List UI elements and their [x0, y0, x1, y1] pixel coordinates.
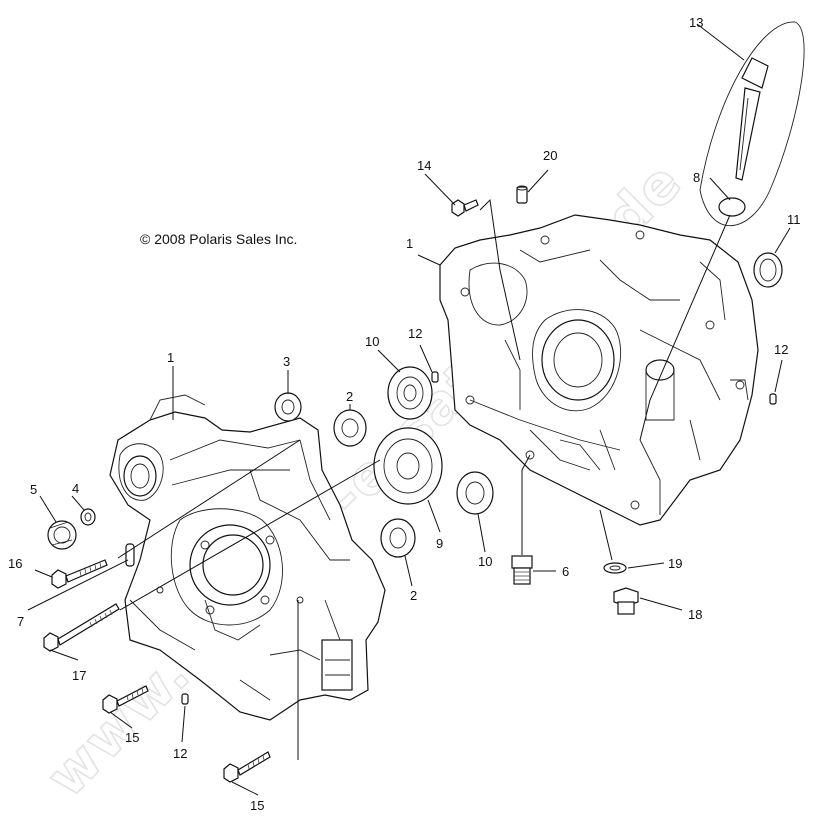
oil-seal-5 — [47, 520, 77, 550]
callout-12-mid: 12 — [408, 326, 422, 341]
bearing-10-upper — [387, 366, 433, 420]
bolt-14 — [451, 199, 479, 217]
callout-7: 7 — [17, 614, 24, 629]
drain-plug-6 — [511, 555, 533, 585]
bearing-2-upper — [333, 409, 367, 447]
left-crankcase-half — [109, 394, 386, 721]
callout-15-upper: 15 — [125, 730, 139, 745]
callout-3: 3 — [283, 354, 290, 369]
callout-19: 19 — [668, 556, 682, 571]
callout-2-upper: 2 — [346, 389, 353, 404]
bearing-2-lower — [380, 518, 416, 558]
bolt-15-lower — [223, 751, 271, 783]
seal-ring-4 — [80, 508, 96, 526]
callout-12-left: 12 — [173, 746, 187, 761]
bolt-15-upper — [102, 685, 149, 714]
callout-15-lower: 15 — [250, 798, 264, 813]
callout-6: 6 — [562, 564, 569, 579]
callout-numbers: 1 1 2 2 3 4 5 6 7 8 9 10 10 11 12 12 12 … — [8, 15, 801, 813]
callout-18: 18 — [688, 607, 702, 622]
dowel-12-right — [769, 393, 777, 405]
dowel-12-left — [181, 693, 189, 705]
o-ring-8 — [718, 197, 746, 217]
washer-19 — [603, 562, 627, 574]
callout-4: 4 — [72, 481, 79, 496]
callout-1-left: 1 — [167, 350, 174, 365]
bolt-17 — [43, 603, 120, 652]
callout-2-lower: 2 — [410, 588, 417, 603]
callout-5: 5 — [30, 482, 37, 497]
callout-11: 11 — [787, 212, 801, 227]
callout-17: 17 — [72, 668, 86, 683]
right-crankcase-half — [439, 214, 759, 526]
callout-13: 13 — [689, 15, 703, 30]
callout-20: 20 — [543, 148, 557, 163]
plug-18 — [613, 587, 639, 615]
callout-14: 14 — [417, 158, 431, 173]
callout-1-right: 1 — [406, 236, 413, 251]
bearing-10-lower — [456, 471, 494, 515]
dipstick-bubble — [699, 21, 805, 227]
callout-8: 8 — [693, 170, 700, 185]
callout-12-right: 12 — [774, 342, 788, 357]
oil-seal-11 — [753, 252, 783, 288]
dowel-pin-7 — [125, 543, 135, 567]
bearing-9 — [373, 427, 443, 505]
callout-9: 9 — [436, 536, 443, 551]
copyright-text: © 2008 Polaris Sales Inc. — [140, 231, 297, 247]
bearing-3 — [274, 392, 302, 422]
callout-10-lower: 10 — [478, 554, 492, 569]
dowel-20 — [516, 185, 528, 204]
dowel-12-mid — [431, 371, 439, 383]
leader-lines — [27, 23, 791, 796]
callout-16: 16 — [8, 556, 22, 571]
callout-10-upper: 10 — [365, 334, 379, 349]
bolt-16 — [51, 559, 108, 589]
